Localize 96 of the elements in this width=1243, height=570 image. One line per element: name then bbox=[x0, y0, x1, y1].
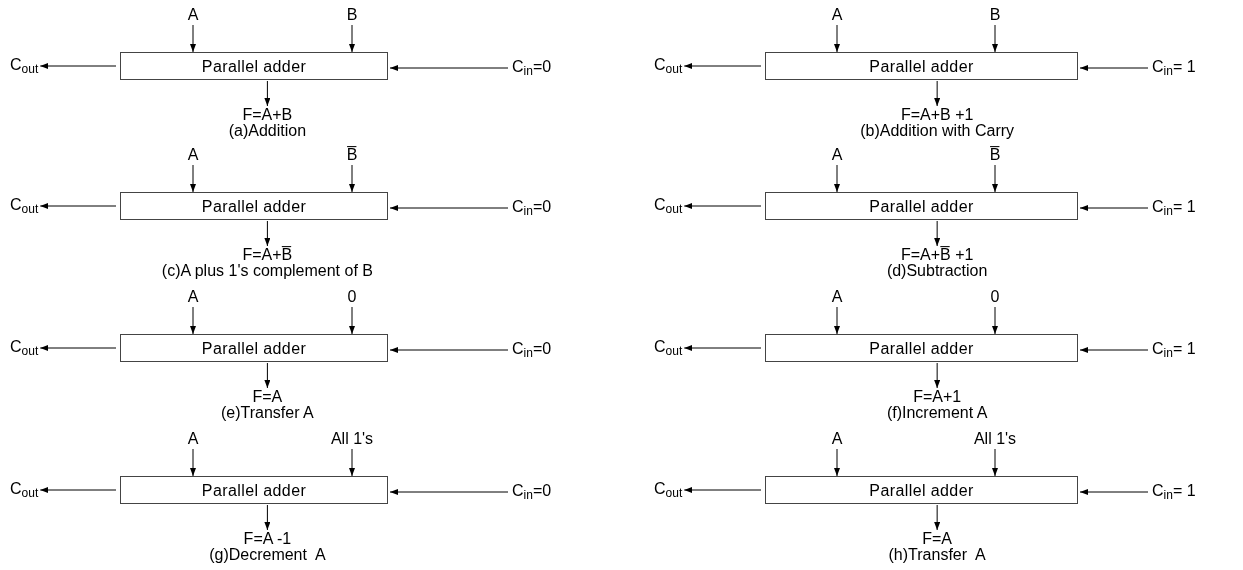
arrow bbox=[190, 24, 196, 53]
output-formula: F=A bbox=[922, 530, 953, 548]
arrow bbox=[39, 63, 117, 69]
carry-in-label: C$_{in}$=0 bbox=[512, 340, 552, 358]
arrow bbox=[190, 448, 196, 477]
input-label: A bbox=[187, 430, 199, 448]
arrow bbox=[389, 65, 509, 71]
arrow bbox=[349, 306, 355, 335]
arrow bbox=[683, 487, 762, 493]
output-formula: F=A+B̅ bbox=[242, 246, 293, 264]
arrow bbox=[683, 345, 762, 351]
input-label: A bbox=[831, 6, 843, 24]
input-label: B̅ bbox=[989, 146, 1001, 164]
arrow bbox=[934, 362, 941, 389]
arrow bbox=[39, 203, 117, 209]
carry-in-label: C$_{in}$=0 bbox=[512, 198, 552, 216]
arrow bbox=[349, 164, 355, 193]
carry-in-label: C$_{in}$=0 bbox=[512, 58, 552, 76]
caption: (d)Subtraction bbox=[886, 262, 988, 280]
arrow bbox=[1079, 205, 1149, 211]
output-formula: F=A -1 bbox=[243, 530, 292, 548]
input-label: A bbox=[831, 146, 843, 164]
arrow bbox=[264, 362, 271, 389]
carry-in-label: C$_{in}$= 1 bbox=[1152, 340, 1196, 358]
input-label: A bbox=[831, 430, 843, 448]
output-formula: F=A bbox=[252, 388, 283, 406]
carry-out-label: C$_{out}$ bbox=[10, 196, 39, 214]
adder-box: Parallel adder bbox=[765, 476, 1078, 504]
output-formula: F=A+B̅ +1 bbox=[900, 246, 974, 264]
arrow bbox=[190, 306, 196, 335]
adder-box: Parallel adder bbox=[120, 52, 388, 80]
carry-in-label: C$_{in}$= 1 bbox=[1152, 198, 1196, 216]
arrow bbox=[190, 164, 196, 193]
input-label: 0 bbox=[990, 288, 1000, 306]
adder-box: Parallel adder bbox=[120, 192, 388, 220]
output-formula: F=A+1 bbox=[913, 388, 962, 406]
carry-in-label: C$_{in}$= 1 bbox=[1152, 58, 1196, 76]
arrow bbox=[1079, 347, 1149, 353]
caption: (c)A plus 1's complement of B bbox=[161, 262, 373, 280]
caption: (a)Addition bbox=[228, 122, 307, 140]
adder-box: Parallel adder bbox=[765, 52, 1078, 80]
caption: (h)Transfer A bbox=[888, 546, 986, 564]
arrow bbox=[39, 487, 117, 493]
input-label: All 1's bbox=[330, 430, 374, 448]
arrow bbox=[264, 220, 271, 247]
carry-out-label: C$_{out}$ bbox=[10, 56, 39, 74]
arrow bbox=[264, 80, 271, 107]
caption: (f)Increment A bbox=[886, 404, 988, 422]
arrow bbox=[992, 448, 998, 477]
arrow bbox=[834, 306, 840, 335]
output-formula: F=A+B bbox=[242, 106, 293, 124]
arrow bbox=[934, 220, 941, 247]
arrow bbox=[992, 306, 998, 335]
adder-box: Parallel adder bbox=[120, 476, 388, 504]
adder-box: Parallel adder bbox=[765, 192, 1078, 220]
input-label: 0 bbox=[347, 288, 357, 306]
carry-out-label: C$_{out}$ bbox=[654, 56, 683, 74]
arrow bbox=[992, 164, 998, 193]
carry-in-label: C$_{in}$= 1 bbox=[1152, 482, 1196, 500]
input-label: B bbox=[989, 6, 1001, 24]
input-label: All 1's bbox=[973, 430, 1017, 448]
carry-out-label: C$_{out}$ bbox=[654, 196, 683, 214]
caption: (e)Transfer A bbox=[221, 404, 314, 422]
carry-out-label: C$_{out}$ bbox=[654, 338, 683, 356]
arrow bbox=[1079, 65, 1149, 71]
arrow bbox=[934, 80, 941, 107]
arrow bbox=[39, 345, 117, 351]
carry-out-label: C$_{out}$ bbox=[10, 338, 39, 356]
arrow bbox=[349, 448, 355, 477]
input-label: A bbox=[187, 146, 199, 164]
carry-in-label: C$_{in}$=0 bbox=[512, 482, 552, 500]
arrow bbox=[834, 164, 840, 193]
arrow bbox=[389, 489, 509, 495]
output-formula: F=A+B +1 bbox=[900, 106, 974, 124]
arrow bbox=[834, 448, 840, 477]
input-label: A bbox=[187, 288, 199, 306]
input-label: B̅ bbox=[346, 146, 358, 164]
input-label: B bbox=[346, 6, 358, 24]
arrow bbox=[389, 347, 509, 353]
arrow bbox=[1079, 489, 1149, 495]
carry-out-label: C$_{out}$ bbox=[10, 480, 39, 498]
input-label: A bbox=[831, 288, 843, 306]
arrow bbox=[264, 504, 271, 531]
adder-box: Parallel adder bbox=[120, 334, 388, 362]
arrow bbox=[992, 24, 998, 53]
arrow bbox=[389, 205, 509, 211]
arrow bbox=[683, 203, 762, 209]
arrow bbox=[349, 24, 355, 53]
caption: (b)Addition with Carry bbox=[860, 122, 1015, 140]
arrow bbox=[834, 24, 840, 53]
arrow bbox=[683, 63, 762, 69]
arrow bbox=[934, 504, 941, 531]
caption: (g)Decrement A bbox=[209, 546, 326, 564]
carry-out-label: C$_{out}$ bbox=[654, 480, 683, 498]
adder-box: Parallel adder bbox=[765, 334, 1078, 362]
input-label: A bbox=[187, 6, 199, 24]
